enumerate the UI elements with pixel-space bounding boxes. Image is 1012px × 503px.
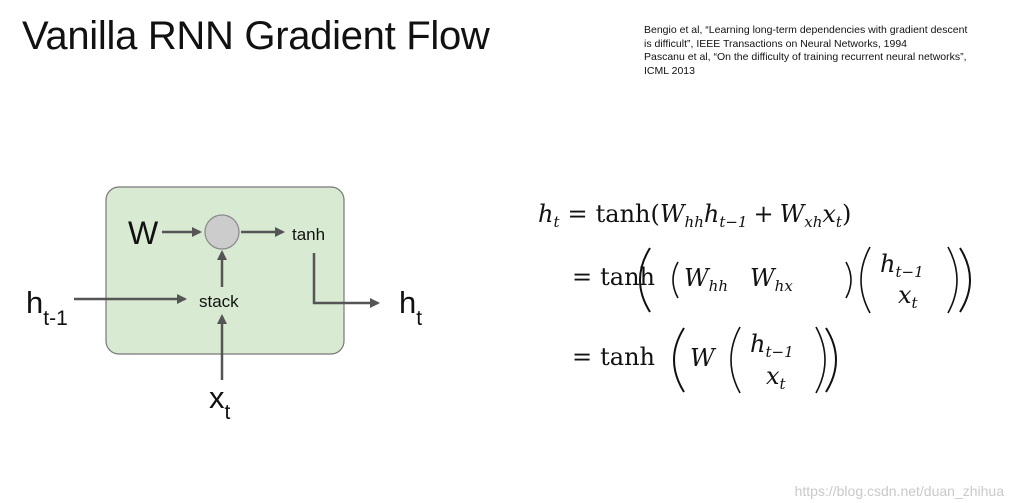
reference-line: Pascanu et al, “On the difficulty of tra… <box>644 51 967 63</box>
vector-paren-right <box>947 246 958 314</box>
reference-line: ICML 2013 <box>644 64 695 77</box>
equation-line-1: ht=tanh(Whhht−1+Wxhxt) <box>538 200 851 231</box>
multiply-node <box>204 214 240 250</box>
svg-text:ht−1: ht−1 <box>880 250 924 281</box>
reference-line: is difficult”, IEEE Transactions on Neur… <box>644 37 908 50</box>
big-paren-left-3 <box>673 327 685 393</box>
arrow-tanh-to-hnext <box>312 253 380 308</box>
svg-text:ht−1: ht−1 <box>750 330 794 361</box>
references: Bengio et al, “Learning long-term depend… <box>644 24 1006 78</box>
vector-paren-left-3 <box>730 326 741 394</box>
tanh-label: tanh <box>292 225 325 244</box>
w-label: W <box>128 215 159 251</box>
svg-text:ht=tanh(Whhht−1+Wxhxt): ht=tanh(Whhht−1+Wxhxt) <box>538 200 851 231</box>
paren-left <box>672 261 679 299</box>
svg-text:W: W <box>690 344 717 372</box>
paren-right <box>845 261 852 299</box>
equation-line-3: =tanh W ht−1 xt <box>572 326 837 394</box>
reference-line: Bengio et al, “Learning long-term depend… <box>644 24 968 36</box>
vector-paren-left <box>860 246 871 314</box>
svg-text:xt: xt <box>898 281 919 312</box>
vector-paren-right-3 <box>815 326 826 394</box>
h-next-label: ht <box>399 285 422 330</box>
watermark: https://blog.csdn.net/duan_zhihua <box>794 483 1004 499</box>
big-paren-right <box>959 247 971 313</box>
stack-label: stack <box>199 292 239 311</box>
slide-title: Vanilla RNN Gradient Flow <box>22 14 490 58</box>
big-paren-right-3 <box>825 327 837 393</box>
x-label: xt <box>209 380 231 424</box>
big-paren-left <box>639 247 651 313</box>
svg-text:=tanh: =tanh <box>572 343 655 371</box>
svg-text:=tanh: =tanh <box>572 263 655 291</box>
h-prev-label: ht-1 <box>26 285 68 330</box>
svg-text:xt: xt <box>766 362 787 393</box>
